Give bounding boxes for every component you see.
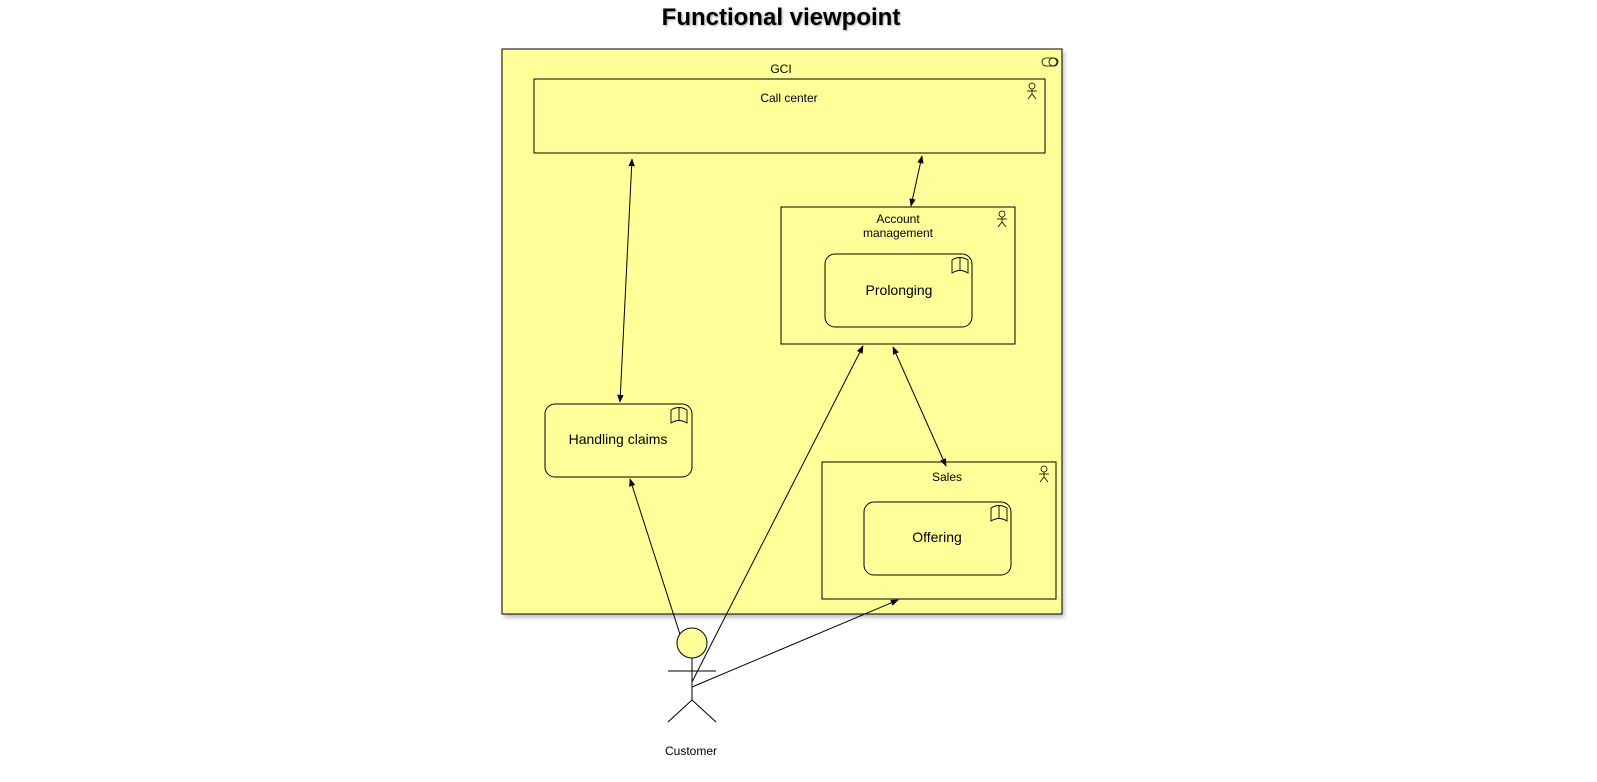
edge-callcenter-handlingclaims[interactable] bbox=[617, 158, 635, 403]
prolonging-service[interactable]: Prolonging bbox=[824, 253, 973, 328]
call-center-box[interactable]: Call center bbox=[533, 78, 1046, 154]
edge-customer-handlingclaims[interactable] bbox=[629, 478, 686, 651]
prolonging-label: Prolonging bbox=[866, 282, 933, 298]
actor-icon bbox=[997, 210, 1007, 228]
account-management-label-line-1: Account bbox=[876, 212, 920, 226]
actor-icon bbox=[1039, 465, 1049, 483]
sales-label: Sales bbox=[932, 470, 962, 484]
account-management-label-line-2: management bbox=[863, 226, 934, 240]
gci-label: GCI bbox=[770, 62, 791, 76]
offering-label: Offering bbox=[912, 529, 962, 545]
service-icon bbox=[990, 505, 1008, 522]
edge-customer-sales[interactable] bbox=[691, 599, 899, 688]
edge-accountmanagement-sales[interactable] bbox=[892, 346, 947, 467]
service-icon bbox=[670, 407, 688, 424]
customer-head bbox=[676, 627, 708, 659]
customer-actor[interactable]: Customer bbox=[665, 627, 717, 758]
call-center-label: Call center bbox=[760, 91, 817, 105]
collaboration-icon bbox=[1041, 57, 1059, 67]
actor-icon bbox=[1027, 82, 1037, 100]
customer-label: Customer bbox=[665, 744, 717, 758]
edge-callcenter-accountmanagement[interactable] bbox=[909, 155, 924, 207]
handling-claims-service[interactable]: Handling claims bbox=[544, 403, 693, 478]
offering-service[interactable]: Offering bbox=[863, 501, 1012, 576]
diagram-title: Functional viewpoint bbox=[661, 4, 901, 31]
edges bbox=[617, 155, 947, 688]
edge-customer-accountmanagement[interactable] bbox=[691, 345, 864, 683]
service-icon bbox=[951, 257, 969, 274]
handling-claims-label: Handling claims bbox=[569, 431, 668, 447]
